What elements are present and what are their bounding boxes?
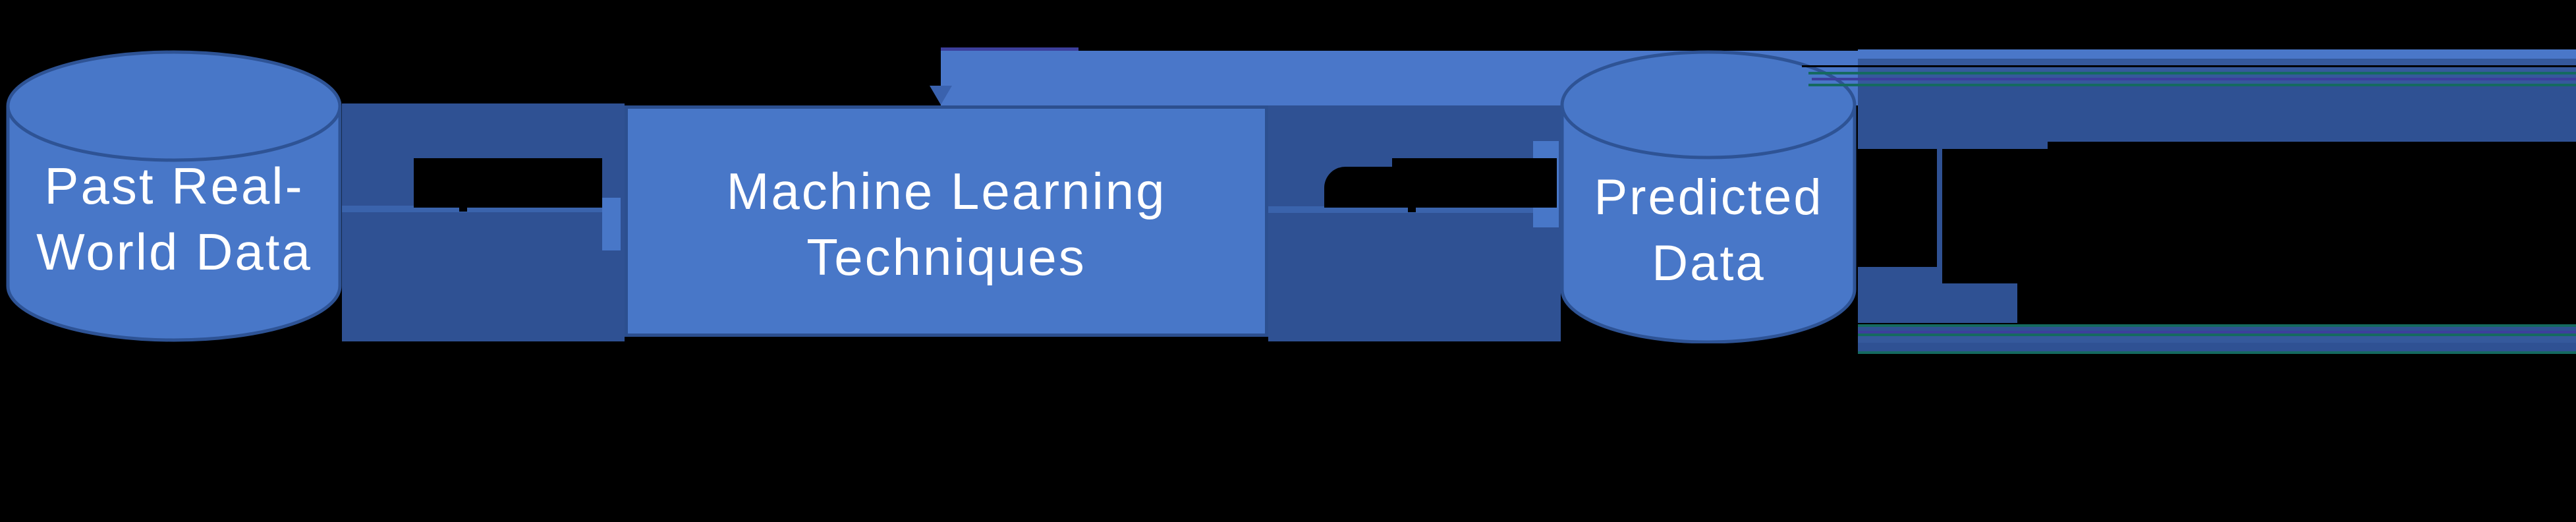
bottom-band-purple: [1858, 331, 2576, 334]
ml-box-label-line2: Techniques: [806, 228, 1086, 286]
ml-techniques-box: [625, 105, 1268, 337]
predict-label-redacted-block-right: [1392, 158, 1557, 208]
cylinder-top: [6, 50, 342, 162]
bottom-band-teal-2: [1858, 334, 2576, 336]
right-band-medium-4: [1858, 80, 2576, 84]
feedback-vertical-line: [1937, 149, 1942, 323]
cylinder-body: [6, 106, 342, 342]
right-caption-redacted-block: [2048, 142, 2576, 323]
train-arrow-shaft: [342, 206, 602, 212]
predicted-data-label-line1: Predicted: [1594, 169, 1824, 225]
past-data-label-line2: World Data: [36, 223, 312, 281]
right-band-medium-1: [1858, 59, 2576, 65]
feedback-down-arrowhead-icon: [930, 86, 952, 105]
past-data-label-line1: Past Real-: [44, 157, 304, 215]
crossing-line-purple: [1812, 78, 2576, 80]
predicted-data-label: Predicted Data: [1561, 165, 1857, 297]
cylinder-body: [1560, 105, 1857, 343]
feedback-band-purple-edge: [941, 47, 1078, 51]
past-data-label: Past Real- World Data: [7, 153, 342, 285]
predicted-data-cylinder: [1560, 50, 1857, 343]
feedback-elbow-block-lower: [1942, 283, 2017, 323]
right-band-medium-3: [1858, 74, 2576, 78]
train-label-redacted-block: [414, 158, 602, 208]
predict-flow-backdrop: [1268, 105, 1561, 341]
crossing-line-teal-1: [1808, 72, 2576, 74]
bottom-band-teal-1: [1858, 324, 2576, 327]
predict-arrow-shaft: [1268, 206, 1533, 213]
train-flow-backdrop: [342, 103, 625, 341]
bottom-band-dark-2: [1858, 343, 2576, 351]
train-label-descender: [459, 208, 467, 212]
crossing-line-black: [1802, 65, 2576, 67]
past-data-cylinder: [6, 50, 342, 342]
ml-box-label-line1: Machine Learning: [726, 162, 1167, 220]
predict-label-descender: [1408, 208, 1416, 212]
right-band-light-top: [1858, 49, 2576, 59]
ml-box-label: Machine Learning Techniques: [625, 158, 1268, 290]
crossing-line-teal-2: [1808, 84, 2576, 86]
bottom-band-dark-1: [1858, 327, 2576, 331]
bottom-band-medium: [1858, 336, 2576, 343]
cylinder-top: [1560, 50, 1857, 160]
predict-label-redacted-block-left: [1324, 167, 1392, 208]
right-band-medium-2: [1858, 67, 2576, 72]
train-arrowhead-bar: [602, 198, 621, 250]
feedback-elbow-block-upper: [1858, 267, 1942, 323]
bottom-band-teal-3: [1858, 351, 2576, 354]
predicted-data-label-line2: Data: [1652, 235, 1766, 291]
right-dark-block: [1858, 86, 2576, 149]
